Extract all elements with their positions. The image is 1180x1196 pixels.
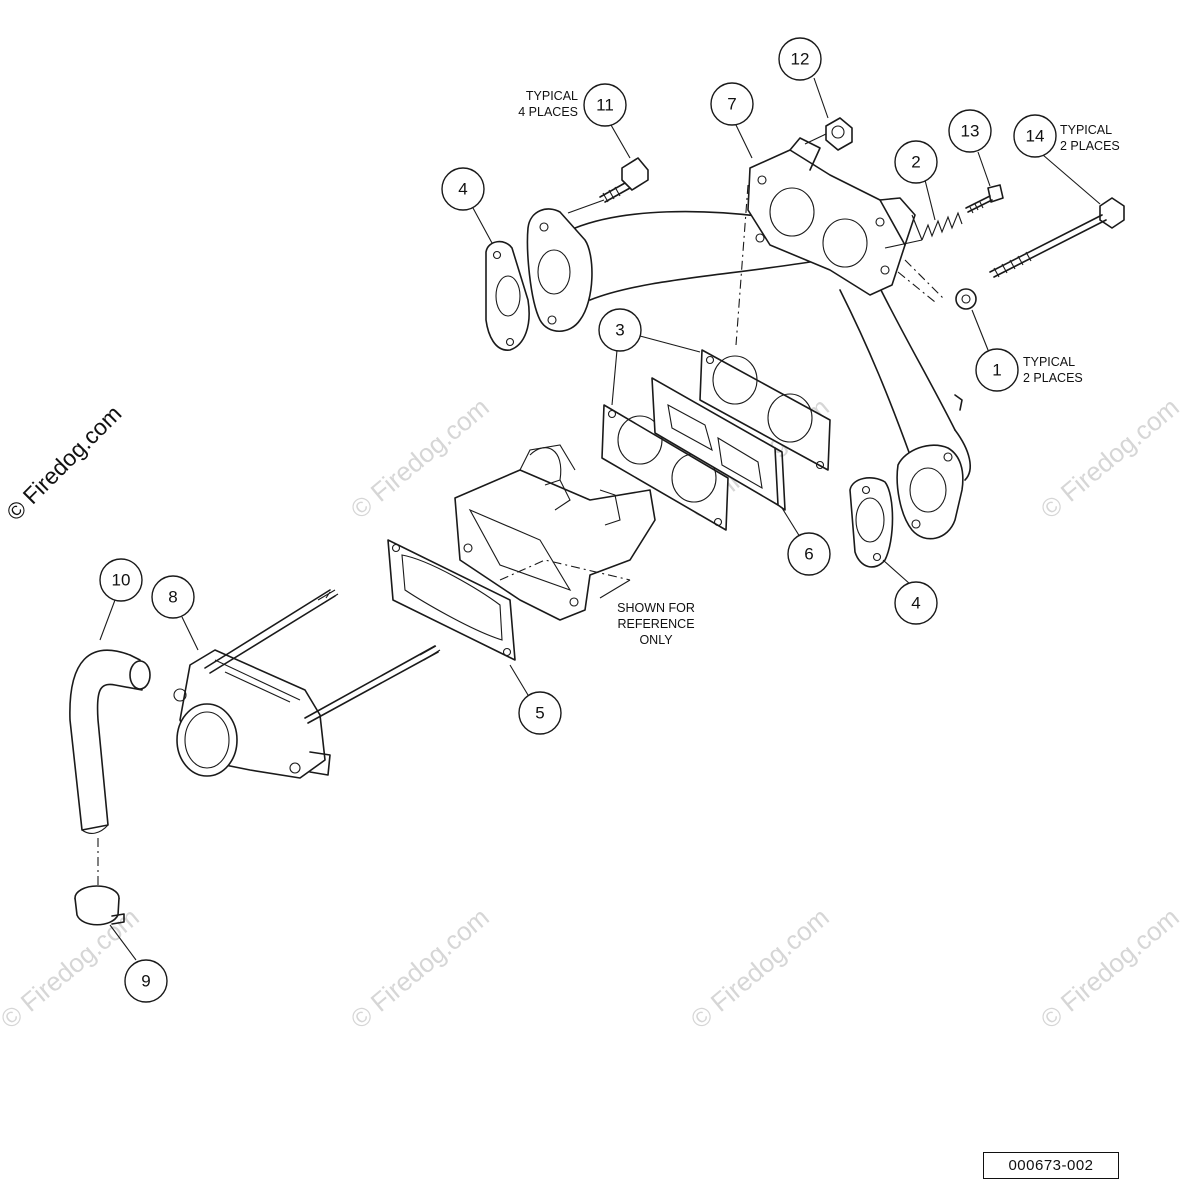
- svg-text:10: 10: [112, 571, 131, 590]
- gasket-part-5: [387, 539, 516, 661]
- copyright-text: © Firedog.com: [1, 400, 126, 525]
- leader-lines: [99, 77, 1101, 961]
- washer-part-1: [955, 288, 977, 310]
- callout-8: 8: [151, 575, 195, 619]
- svg-text:6: 6: [804, 545, 813, 564]
- note-typical-2-places-top: TYPICAL 2 PLACES: [1060, 123, 1120, 153]
- callout-4-lower: 4: [894, 581, 938, 625]
- callout-4-upper: 4: [441, 167, 485, 211]
- note-typical-2-places-side: TYPICAL 2 PLACES: [1023, 355, 1083, 385]
- screw-part-13: [965, 184, 1004, 214]
- callout-7: 7: [710, 82, 754, 126]
- note-shown-for-reference: SHOWN FOR REFERENCE ONLY: [617, 601, 695, 647]
- carburetor-reference: [454, 444, 656, 621]
- nut-part-12: [825, 117, 853, 151]
- watermark: © Firedog.com: [345, 902, 495, 1035]
- gasket-part-4-upper: [485, 240, 530, 351]
- svg-text:4: 4: [911, 594, 920, 613]
- svg-text:11: 11: [596, 96, 614, 115]
- svg-text:5: 5: [535, 704, 544, 723]
- spacer-part-6: [651, 377, 786, 511]
- watermark: © Firedog.com: [1035, 902, 1180, 1035]
- callout-5: 5: [518, 691, 562, 735]
- svg-text:9: 9: [141, 972, 150, 991]
- svg-text:2 PLACES: 2 PLACES: [1023, 371, 1083, 385]
- intake-adapter-part-8: [173, 649, 331, 779]
- bolt-part-11: [599, 157, 649, 203]
- svg-text:2 PLACES: 2 PLACES: [1060, 139, 1120, 153]
- svg-text:3: 3: [615, 321, 624, 340]
- svg-text:2: 2: [911, 153, 920, 172]
- watermark-layer: © Firedog.com © Firedog.com © Firedog.co…: [0, 392, 1180, 1035]
- svg-text:8: 8: [168, 588, 177, 607]
- hose-part-10: [69, 649, 151, 834]
- callout-14: 14: [1013, 114, 1057, 158]
- callout-2: 2: [894, 140, 938, 184]
- callout-3: 3: [598, 308, 642, 352]
- svg-text:TYPICAL: TYPICAL: [526, 89, 578, 103]
- callout-11: 11: [583, 83, 627, 127]
- svg-text:TYPICAL: TYPICAL: [1023, 355, 1075, 369]
- callout-12: 12: [778, 37, 822, 81]
- svg-text:7: 7: [727, 95, 736, 114]
- callout-6: 6: [787, 532, 831, 576]
- manifold-part-7: [526, 137, 971, 540]
- callout-1: 1: [975, 348, 1019, 392]
- svg-text:14: 14: [1026, 127, 1045, 146]
- callout-13: 13: [948, 109, 992, 153]
- svg-text:1: 1: [992, 361, 1001, 380]
- figure-id-label: 000673-002: [983, 1152, 1119, 1179]
- clamp-part-9: [74, 885, 125, 926]
- svg-text:13: 13: [961, 122, 980, 141]
- callout-9: 9: [124, 959, 168, 1003]
- gasket-part-4-lower: [849, 477, 894, 568]
- svg-text:SHOWN FOR: SHOWN FOR: [617, 601, 695, 615]
- svg-text:REFERENCE: REFERENCE: [617, 617, 694, 631]
- note-typical-4-places: TYPICAL 4 PLACES: [518, 89, 578, 119]
- spring-part-2: [884, 211, 963, 249]
- svg-text:TYPICAL: TYPICAL: [1060, 123, 1112, 137]
- svg-text:ONLY: ONLY: [639, 633, 673, 647]
- studs: [204, 589, 441, 724]
- svg-text:4: 4: [458, 180, 467, 199]
- callout-10: 10: [99, 558, 143, 602]
- assembly-lines: [567, 133, 946, 346]
- watermark: © Firedog.com: [1035, 392, 1180, 525]
- watermark: © Firedog.com: [685, 902, 835, 1035]
- svg-text:4 PLACES: 4 PLACES: [518, 105, 578, 119]
- gasket-part-3-rear: [699, 349, 831, 471]
- bolt-part-14: [989, 197, 1125, 278]
- svg-text:12: 12: [791, 50, 810, 69]
